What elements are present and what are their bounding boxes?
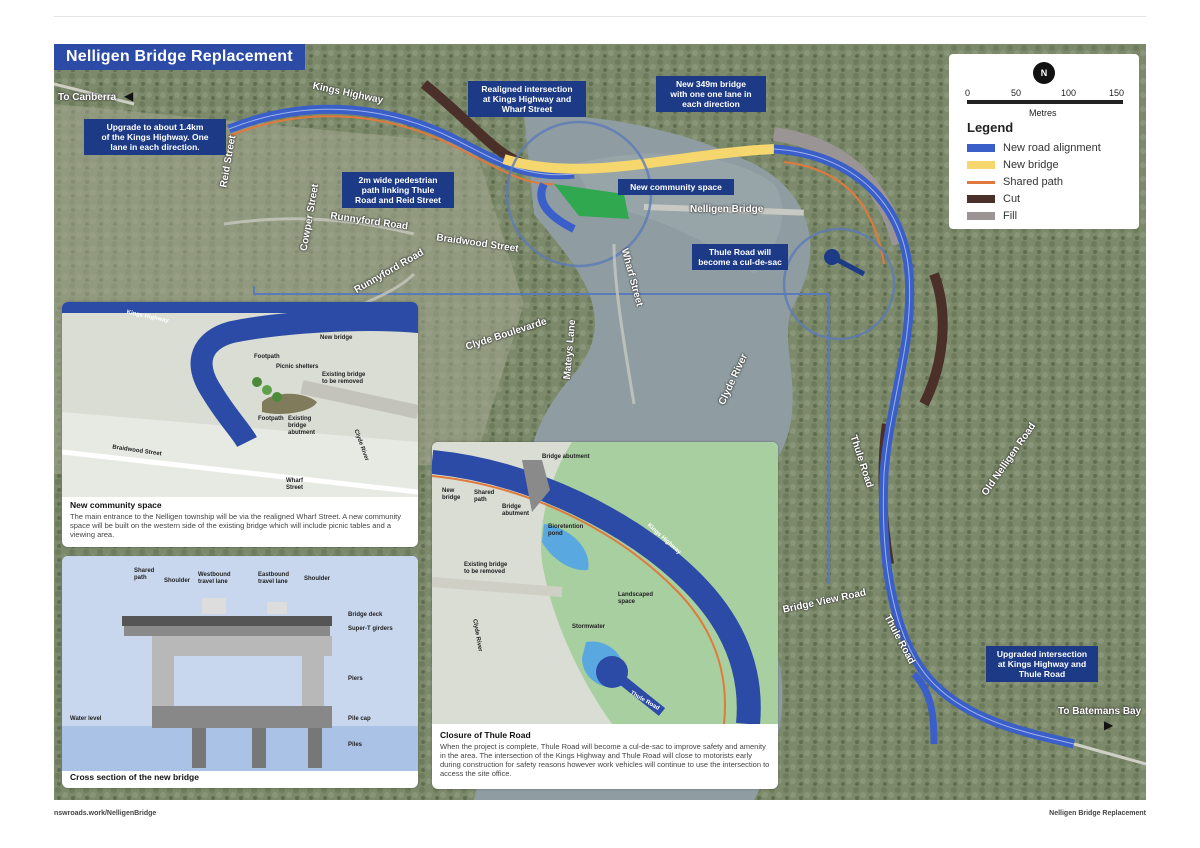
thule-panel-title: Closure of Thule Road [440,730,531,740]
thule-label-bioretention: Bioretention pond [548,524,584,537]
footer-url[interactable]: nswroads.work/NelligenBridge [54,810,157,817]
arrow-west-icon: ◀ [124,89,134,103]
scale-tick-50: 50 [1011,88,1022,98]
thule-road-panel: Bridge abutment New bridge Shared path B… [432,442,778,789]
new-bridge-alignment [502,144,775,174]
label-nelligen-bridge: Nelligen Bridge [690,204,764,215]
scale-tick-0: 0 [965,88,971,98]
callout-new-bridge: New 349m bridge with one one lane in eac… [656,76,766,112]
shared-path-swatch [967,180,995,184]
thule-label-shared-path: Shared path [474,490,495,503]
cross-section-illustration [62,556,418,771]
cross-label-pile-cap: Pile cap [348,716,371,722]
scale-unit: Metres [1029,108,1057,118]
cross-section-panel: Shared path Shoulder Westbound travel la… [62,556,418,788]
thule-panel-text: When the project is complete, Thule Road… [440,742,770,778]
cross-label-shared-path: Shared path [134,568,155,581]
map-title: Nelligen Bridge Replacement [54,44,305,70]
cross-label-eastbound: Eastbound travel lane [258,572,289,585]
community-space-area [554,184,629,219]
label-to-canberra: To Canberra [58,92,117,103]
cross-label-shoulder-right: Shoulder [304,576,331,582]
project-map[interactable]: Nelligen Bridge Replacement To Canberra … [54,44,1146,800]
community-label-existing-bridge: Existing bridge to be removed [322,372,366,385]
cross-label-piers: Piers [348,676,363,682]
thule-label-new-bridge: New bridge [442,488,461,501]
legend-item-road: New road alignment [967,142,1101,156]
scale-bar [967,100,1123,104]
cross-label-piles: Piles [348,742,363,748]
callout-upgrade: Upgrade to about 1.4km of the Kings High… [84,119,226,155]
cross-label-westbound: Westbound travel lane [198,572,231,585]
legend-item-fill: Fill [967,210,1017,224]
scale-tick-100: 100 [1061,88,1077,98]
top-divider [54,16,1146,17]
community-label-footpath-top: Footpath [254,354,280,360]
bridge-swatch [967,161,995,170]
legend-item-shared-path: Shared path [967,176,1063,190]
fill-swatch [967,212,995,221]
community-space-panel: Kings Highway New bridge Footpath Picnic… [62,302,418,547]
callout-pedestrian-path: 2m wide pedestrian path linking Thule Ro… [342,172,454,208]
callout-realigned-intersection: Realigned intersection at Kings Highway … [468,81,586,117]
callout-community-space: New community space [618,179,734,195]
community-label-wharf: Wharf Street [286,478,304,491]
north-arrow-icon: N [1033,62,1055,84]
legend-box: N 0 50 100 150 Metres Legend New road al… [949,54,1139,229]
thule-illustration [432,442,778,724]
community-panel-title: New community space [70,500,162,510]
arrow-east-icon: ▶ [1104,718,1114,732]
footer-title: Nelligen Bridge Replacement [1049,810,1146,817]
thule-label-existing-bridge: Existing bridge to be removed [464,562,508,575]
community-label-new-bridge: New bridge [320,335,353,341]
callout-upgraded-intersection: Upgraded intersection at Kings Highway a… [986,646,1098,682]
label-to-batemans-bay: To Batemans Bay [1058,706,1142,717]
community-illustration [62,302,418,497]
legend-item-bridge: New bridge [967,159,1059,173]
legend-title: Legend [967,120,1014,135]
community-label-abutment: Existing bridge abutment [288,416,315,436]
community-label-footpath-bottom: Footpath [258,416,284,422]
existing-bridge [643,204,804,216]
community-panel-text: The main entrance to the Nelligen townsh… [70,512,402,539]
cross-label-bridge-deck: Bridge deck [348,612,383,618]
community-label-picnic: Picnic shelters [276,364,319,370]
thule-label-bridge-abutment-top: Bridge abutment [542,454,590,460]
thule-label-landscaped: Landscaped space [618,592,654,605]
callout-cul-de-sac: Thule Road will become a cul-de-sac [692,244,788,270]
thule-label-bridge-abutment: Bridge abutment [502,504,529,517]
scale-tick-150: 150 [1109,88,1125,98]
cross-label-water-level: Water level [70,716,102,722]
cross-panel-title: Cross section of the new bridge [70,772,199,782]
road-swatch [967,144,995,153]
thule-label-stormwater: Stormwater [572,624,606,630]
cross-label-shoulder-left: Shoulder [164,578,191,584]
legend-item-cut: Cut [967,193,1020,207]
cut-swatch [967,195,995,204]
cross-label-girders: Super-T girders [348,626,393,632]
